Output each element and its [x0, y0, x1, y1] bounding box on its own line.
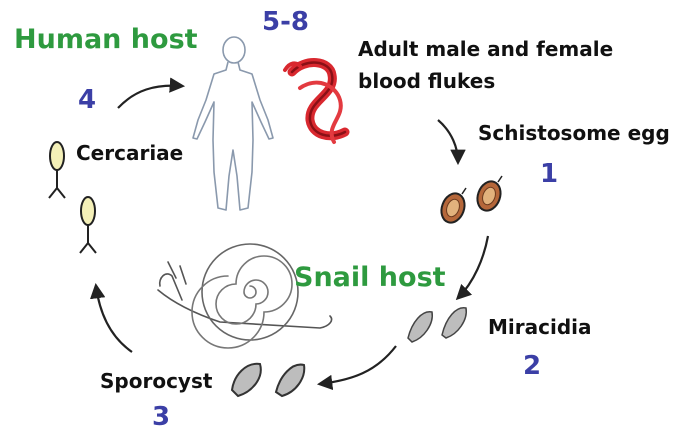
adult-stage-number: 5-8: [262, 8, 309, 38]
arrow-cercariae-to-human: [118, 86, 182, 108]
snail-host-label: Snail host: [294, 262, 446, 293]
miracidia-icon: [408, 308, 466, 342]
sporocyst-stage-label: Sporocyst: [100, 370, 212, 393]
adult-stage-label-line2: blood flukes: [358, 70, 495, 93]
human-host-label: Human host: [14, 24, 198, 55]
miracidia-stage-number: 2: [523, 352, 541, 382]
cercariae-stage-number: 4: [78, 86, 96, 116]
sporocyst-stage-number: 3: [152, 403, 170, 433]
egg-stage-number: 1: [540, 160, 558, 190]
adult-blood-fluke-icon: [285, 63, 345, 142]
snail-icon: [158, 244, 332, 348]
human-figure-icon: [193, 37, 273, 210]
arrow-miracidia-to-sporocyst: [320, 346, 396, 384]
arrow-sporocyst-to-cercariae: [96, 286, 132, 352]
adult-stage-label-line1: Adult male and female: [358, 38, 613, 61]
cycle-arrows: [96, 86, 488, 384]
schistosome-egg-icon: [438, 176, 505, 226]
sporocyst-icon: [232, 364, 304, 396]
miracidia-stage-label: Miracidia: [488, 316, 592, 339]
cercariae-stage-label: Cercariae: [76, 142, 183, 165]
arrow-fluke-to-egg: [438, 120, 458, 162]
arrow-egg-to-miracidia: [458, 236, 488, 298]
egg-stage-label: Schistosome egg: [478, 122, 670, 145]
